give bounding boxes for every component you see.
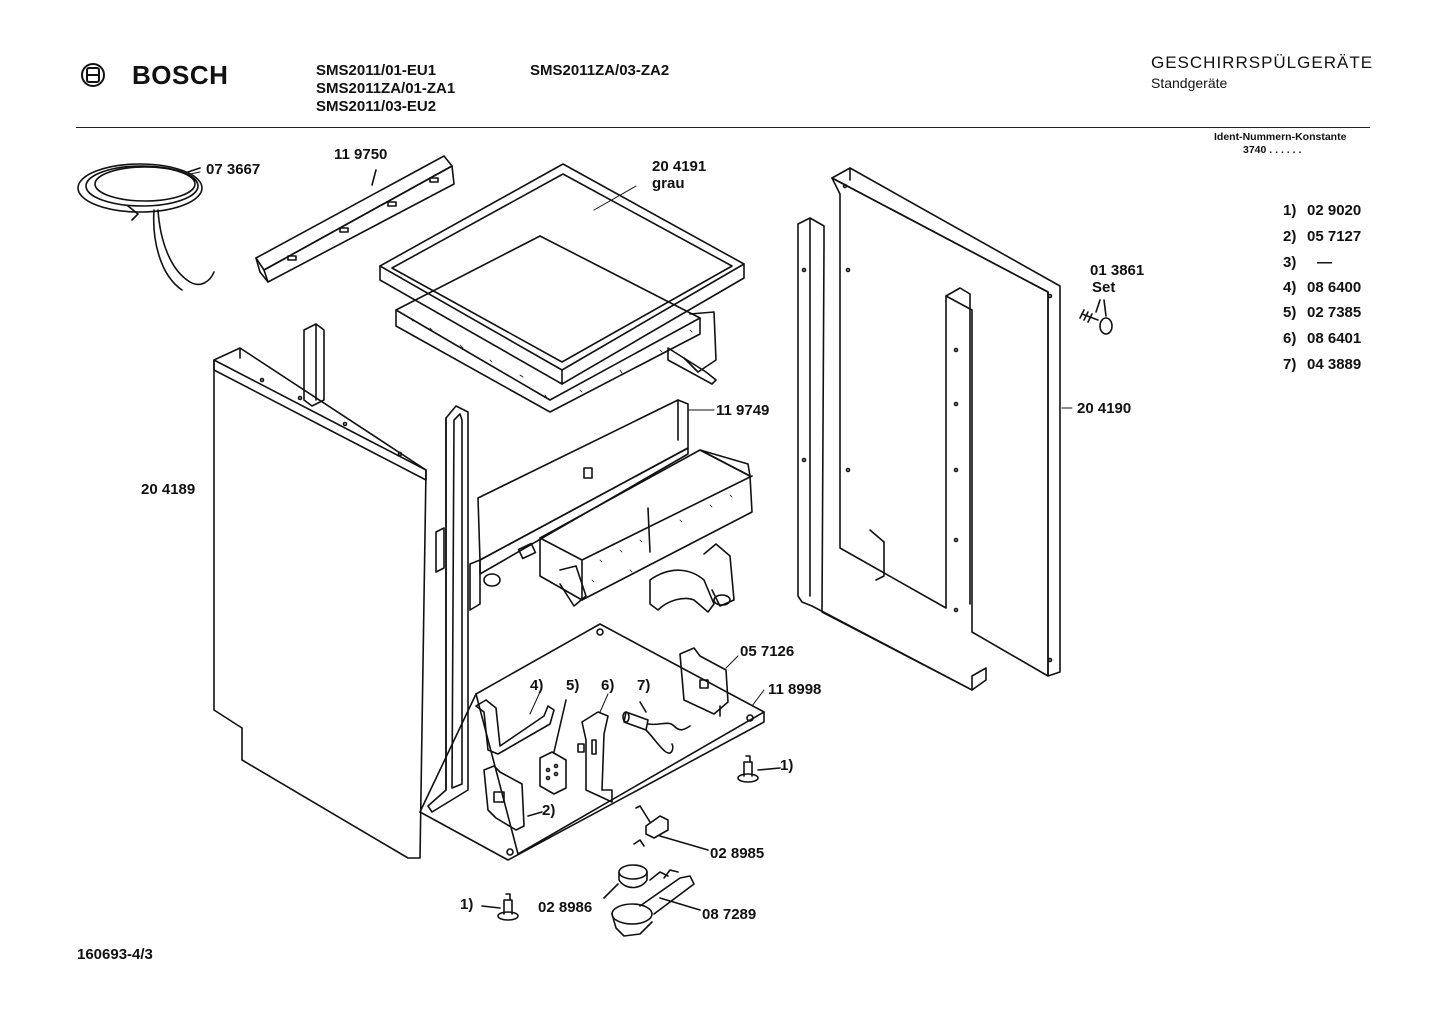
right-front-upright-part [797,217,987,691]
terminal-block-5-part [539,699,567,795]
label-call-6: 6) [601,677,615,694]
switch-bracket-2-part [483,765,543,831]
ident-label: Ident-Nummern-Konstante [1214,131,1347,143]
legend-key-1: 1) [1283,202,1297,219]
label-cap: 02 8986 [538,899,593,916]
legend-value-3: — [1317,254,1332,271]
label-float-switch: 08 7289 [702,906,757,923]
control-module-part [539,449,753,607]
drawing-number: 160693-4/3 [77,946,153,963]
console-crossbar-part [469,399,689,611]
label-rail: 11 9750 [334,146,388,163]
model-number-4: SMS2011ZA/03-ZA2 [530,62,670,79]
legend-value-1: 02 9020 [1307,202,1362,219]
label-screw-set: 01 3861 [1090,262,1145,279]
levelling-foot-bottom-part [481,893,519,921]
legend-key-6: 6) [1283,330,1297,347]
label-screw-set-note: Set [1092,279,1116,296]
page-subtitle: Standgeräte [1151,75,1228,91]
left-side-panel-part [213,347,427,859]
micro-switch-part [633,805,709,851]
levelling-foot-right-part [737,755,781,783]
legend-key-7: 7) [1283,356,1297,373]
legend-key-3: 3) [1283,254,1297,271]
model-number-3: SMS2011/03-EU2 [316,98,437,115]
legend-value-5: 02 7385 [1307,304,1362,321]
legend-key-4: 4) [1283,279,1297,296]
label-call-2: 2) [542,802,556,819]
brand-name: BOSCH [132,60,229,90]
label-base: 11 8998 [768,681,822,698]
air-duct-part [649,543,735,613]
left-upright-post-part [303,323,325,407]
legend-value-6: 08 6401 [1307,330,1362,347]
label-switch: 02 8985 [710,845,765,862]
page-title: GESCHIRRSPÜLGERÄTE [1151,53,1374,72]
float-switch-part [611,869,701,937]
front-door-frame-part [427,405,469,813]
mounting-plate-6-part [577,711,613,803]
label-crossbar: 11 9749 [716,402,770,419]
legend-value-2: 05 7127 [1307,228,1362,245]
label-bracket: 05 7126 [740,643,795,660]
legend-key-2: 2) [1283,228,1297,245]
legend-value-7: 04 3889 [1307,356,1362,373]
legend-value-4: 08 6400 [1307,279,1362,296]
screw-set-part [1079,299,1113,335]
leader-lines [189,171,1073,715]
model-number-1: SMS2011/01-EU1 [316,62,437,79]
label-top-plate-note: grau [652,175,685,192]
label-cable: 07 3667 [206,161,261,178]
bracket-4-part [475,699,555,755]
label-call-4: 4) [530,677,544,694]
cable-coil-part [77,163,215,291]
label-right-panel: 20 4190 [1077,400,1132,417]
legend-key-5: 5) [1283,304,1297,321]
label-left-panel: 20 4189 [141,481,196,498]
cap-part [603,864,648,899]
label-top-plate: 20 4191 [652,158,707,175]
label-call-5: 5) [566,677,580,694]
ident-value: 3740 . . . . . . [1243,144,1302,156]
rail-part [255,155,455,283]
model-number-2: SMS2011ZA/01-ZA1 [316,80,456,97]
label-call-1-right: 1) [780,757,794,774]
right-side-panel-part [831,167,1061,677]
label-call-7: 7) [637,677,651,694]
label-call-1-bottom: 1) [460,896,474,913]
capacitor-7-part [622,701,691,754]
insulation-mat-part [395,235,717,413]
header-divider [76,127,1370,128]
bracket-part [679,647,729,717]
bosch-logo-icon [81,63,105,87]
top-plate-part [379,163,745,385]
